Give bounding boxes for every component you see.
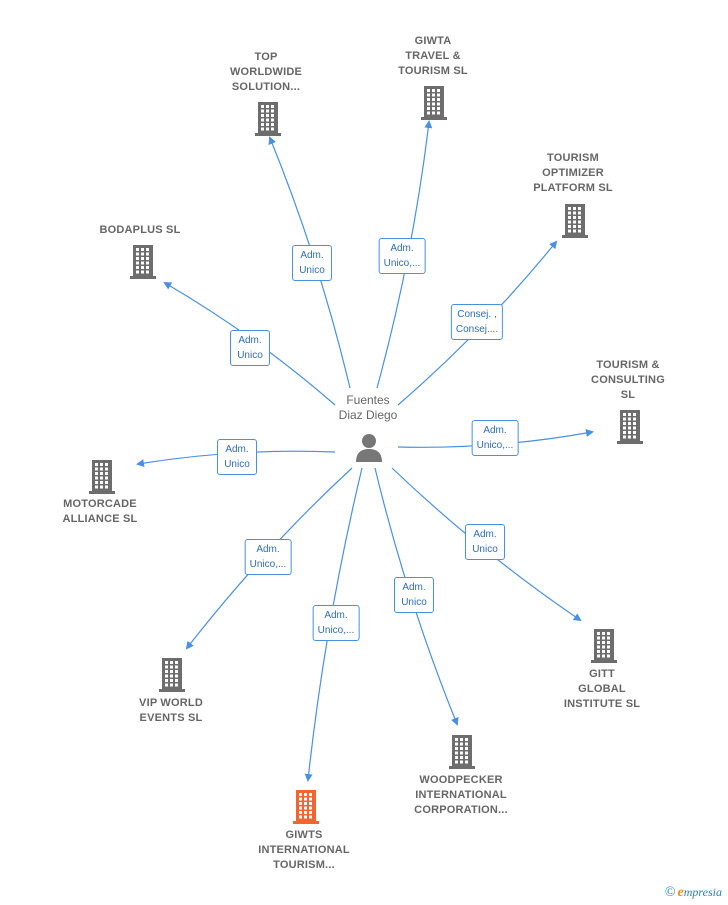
company-label-giwts[interactable]: GIWTS INTERNATIONAL TOURISM... bbox=[258, 829, 350, 871]
copyright-symbol: © bbox=[664, 885, 676, 900]
company-label-giwta[interactable]: GIWTA TRAVEL & TOURISM SL bbox=[398, 35, 468, 77]
company-node-vip-world[interactable] bbox=[157, 656, 187, 692]
brand-text: mpresia bbox=[683, 885, 722, 899]
role-tag-tourism-consulting[interactable]: Adm. Unico,... bbox=[471, 420, 519, 456]
company-label-vip-world[interactable]: VIP WORLD EVENTS SL bbox=[139, 697, 203, 724]
building-icon bbox=[617, 410, 643, 444]
role-tag-bodaplus[interactable]: Adm. Unico bbox=[230, 330, 270, 366]
company-label-top-worldwide[interactable]: TOP WORLDWIDE SOLUTION... bbox=[229, 51, 303, 93]
company-node-motorcade[interactable] bbox=[87, 458, 117, 494]
building-icon bbox=[159, 658, 185, 692]
company-node-bodaplus[interactable] bbox=[128, 243, 158, 279]
role-tag-motorcade[interactable]: Adm. Unico bbox=[217, 439, 257, 475]
company-node-tourism-optimizer[interactable] bbox=[560, 202, 590, 238]
company-node-giwts[interactable] bbox=[291, 788, 321, 824]
company-node-top-worldwide[interactable] bbox=[253, 100, 283, 136]
company-label-motorcade[interactable]: MOTORCADE ALLIANCE SL bbox=[62, 498, 138, 525]
role-tag-giwts[interactable]: Adm. Unico,... bbox=[312, 605, 360, 641]
role-tag-vip-world[interactable]: Adm. Unico,... bbox=[244, 539, 292, 575]
role-tag-top-worldwide[interactable]: Adm. Unico bbox=[292, 245, 332, 281]
company-label-tourism-consulting[interactable]: TOURISM & CONSULTING SL bbox=[591, 359, 665, 401]
person-icon[interactable] bbox=[355, 432, 383, 462]
company-node-giwta[interactable] bbox=[419, 84, 449, 120]
center-person-label[interactable]: Fuentes Diaz Diego bbox=[338, 393, 398, 422]
building-icon bbox=[421, 86, 447, 120]
company-node-woodpecker[interactable] bbox=[447, 733, 477, 769]
company-node-gitt[interactable] bbox=[589, 627, 619, 663]
building-icon bbox=[293, 790, 319, 824]
role-tag-tourism-optimizer[interactable]: Consej. , Consej.... bbox=[450, 304, 504, 340]
company-label-woodpecker[interactable]: WOODPECKER INTERNATIONAL CORPORATION... bbox=[414, 774, 508, 816]
company-node-tourism-consulting[interactable] bbox=[615, 408, 645, 444]
building-icon bbox=[130, 245, 156, 279]
building-icon bbox=[255, 102, 281, 136]
role-tag-gitt[interactable]: Adm. Unico bbox=[465, 524, 505, 560]
company-label-tourism-optimizer[interactable]: TOURISM OPTIMIZER PLATFORM SL bbox=[533, 152, 613, 194]
role-tag-giwta[interactable]: Adm. Unico,... bbox=[378, 238, 426, 274]
empresia-brand[interactable]: ©empresia bbox=[665, 885, 722, 901]
company-label-bodaplus[interactable]: BODAPLUS SL bbox=[99, 224, 181, 236]
company-label-gitt[interactable]: GITT GLOBAL INSTITUTE SL bbox=[563, 668, 641, 710]
brand-initial: e bbox=[677, 885, 684, 900]
building-icon bbox=[591, 629, 617, 663]
role-tag-woodpecker[interactable]: Adm. Unico bbox=[394, 577, 434, 613]
building-icon bbox=[89, 460, 115, 494]
building-icon bbox=[562, 204, 588, 238]
building-icon bbox=[449, 735, 475, 769]
